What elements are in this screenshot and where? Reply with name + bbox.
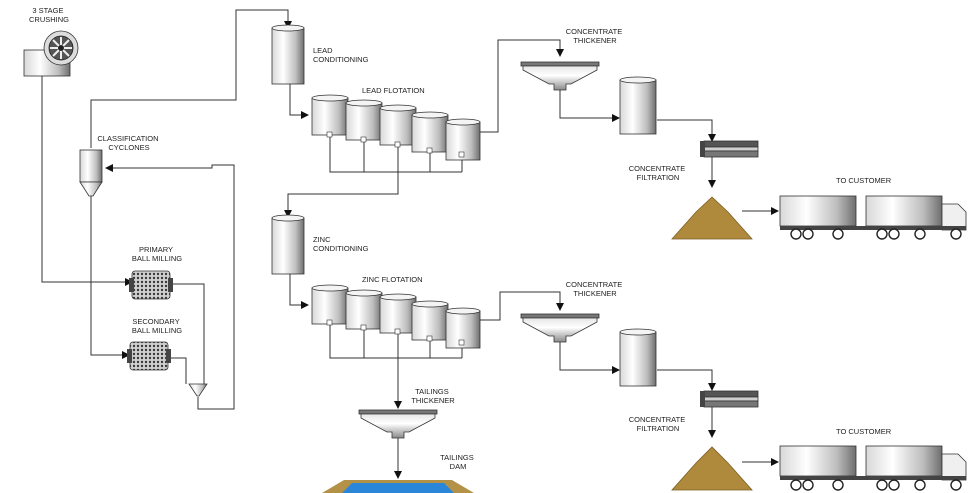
secondary-mill-label: SECONDARY BALL MILLING bbox=[132, 317, 182, 335]
crushing-label: 3 STAGE CRUSHING bbox=[29, 6, 69, 24]
lead-concentrate-thickener bbox=[520, 61, 600, 91]
zinc-thickener-label: CONCENTRATE THICKENER bbox=[566, 280, 625, 298]
tailings-thickener-label: TAILINGS THICKENER bbox=[411, 387, 455, 405]
tailings-thickener bbox=[358, 409, 438, 439]
tailings-dam-label: TAILINGS DAM bbox=[440, 453, 476, 471]
lead-flotation-label: LEAD FLOTATION bbox=[362, 86, 425, 95]
zinc-concentrate-stockpile bbox=[671, 446, 753, 491]
lead-thickener-label: CONCENTRATE THICKENER bbox=[566, 27, 625, 45]
zinc-conditioning-tank bbox=[271, 214, 305, 275]
classification-cyclone bbox=[79, 149, 103, 197]
zinc-flotation-cells bbox=[311, 284, 481, 349]
zinc-concentrate-filter bbox=[700, 390, 759, 408]
zinc-truck-icon bbox=[779, 445, 967, 491]
tailings-dam bbox=[322, 480, 474, 493]
mill-discharge-pump bbox=[188, 383, 208, 397]
lead-customer-label: TO CUSTOMER bbox=[836, 176, 892, 185]
zinc-filtration-label: CONCENTRATE FILTRATION bbox=[629, 415, 688, 433]
zinc-concentrate-thickener bbox=[520, 313, 600, 343]
zinc-customer-label: TO CUSTOMER bbox=[836, 427, 892, 436]
lead-filtration-label: CONCENTRATE FILTRATION bbox=[629, 164, 688, 182]
lead-conditioning-label: LEAD CONDITIONING bbox=[313, 46, 369, 64]
lead-concentrate-tank bbox=[619, 76, 657, 135]
crusher bbox=[23, 30, 79, 77]
zinc-concentrate-tank bbox=[619, 328, 657, 387]
zinc-flotation-label: ZINC FLOTATION bbox=[362, 275, 423, 284]
lead-conditioning-tank bbox=[271, 24, 305, 85]
lead-flotation-cells bbox=[311, 94, 481, 161]
primary-mill-label: PRIMARY BALL MILLING bbox=[132, 245, 182, 263]
zinc-conditioning-label: ZINC CONDITIONING bbox=[313, 235, 369, 253]
lead-concentrate-filter bbox=[700, 140, 759, 158]
lead-truck-icon bbox=[779, 195, 967, 240]
cyclones-label: CLASSIFICATION CYCLONES bbox=[97, 134, 160, 152]
lead-concentrate-stockpile bbox=[671, 196, 753, 240]
flow-lines bbox=[41, 9, 779, 479]
secondary-ball-mill bbox=[127, 341, 171, 371]
primary-ball-mill bbox=[129, 270, 173, 300]
